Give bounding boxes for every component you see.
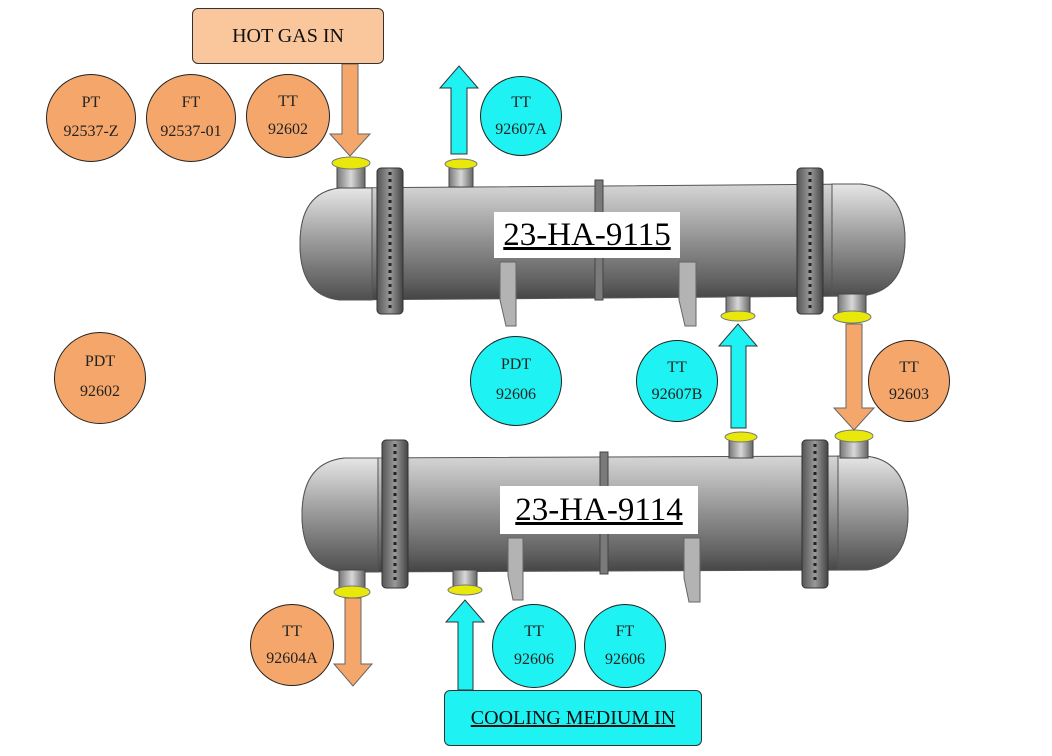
instrument-bubble-pdt-92606[interactable]: PDT 92606 (470, 336, 562, 426)
instrument-bubble-tt-92602[interactable]: TT 92602 (246, 74, 330, 158)
saddle-right-9115 (678, 261, 697, 327)
saddle-right-9114 (683, 537, 701, 603)
cooling-in-arrow-icon (444, 599, 486, 691)
flange-icon (832, 310, 872, 324)
flange-icon (447, 584, 483, 596)
instrument-bubble-ft-9253701[interactable]: FT 92537-01 (146, 74, 236, 162)
saddle-left-9115 (499, 261, 517, 327)
flange-icon (834, 429, 874, 443)
exchanger-tag-9115: 23-HA-9115 (494, 212, 680, 258)
flange-icon (333, 585, 371, 599)
left-head-9114 (301, 457, 379, 573)
instrument-bubble-pdt-92602[interactable]: PDT 92602 (54, 332, 146, 424)
flange-icon (331, 156, 371, 170)
nozzle-cold-out-9115 (448, 166, 474, 188)
nozzle-cold-out-9114 (728, 439, 754, 459)
instrument-bubble-tt-92604a[interactable]: TT 92604A (250, 604, 334, 686)
left-head-9115 (299, 187, 373, 301)
instrument-bubble-ft-92606[interactable]: FT 92606 (584, 604, 666, 688)
instrument-bubble-tt-92607b[interactable]: TT 92607B (636, 340, 718, 422)
cold-transfer-arrow-icon (717, 323, 759, 429)
saddle-left-9114 (507, 537, 524, 601)
flange-icon (720, 310, 756, 322)
instrument-bubble-tt-92606[interactable]: TT 92606 (492, 604, 576, 688)
cooling-medium-in-text: COOLING MEDIUM IN (470, 707, 676, 729)
exchanger-tag-9114: 23-HA-9114 (500, 486, 698, 534)
hot-gas-in-label: HOT GAS IN (192, 8, 384, 64)
instrument-bubble-tt-92603[interactable]: TT 92603 (868, 340, 950, 422)
right-head-9115 (831, 183, 906, 297)
flange-right-9115 (796, 167, 824, 315)
cooling-medium-in-label: COOLING MEDIUM IN (444, 690, 702, 746)
hot-transfer-arrow-icon (832, 323, 876, 431)
hot-out-arrow-icon (332, 597, 374, 687)
instrument-bubble-tt-92607a[interactable]: TT 92607A (480, 76, 562, 156)
right-head-9114 (837, 455, 909, 571)
hot-gas-in-text: HOT GAS IN (232, 25, 344, 47)
cold-out-arrow-icon (438, 65, 480, 155)
flange-icon (724, 431, 758, 443)
flange-icon (444, 158, 478, 170)
hot-gas-in-arrow-icon (328, 63, 372, 157)
flange-left-9115 (376, 167, 404, 315)
instrument-bubble-pt-92537z[interactable]: PT 92537-Z (46, 74, 136, 162)
nozzle-hot-in-9114 (839, 439, 869, 459)
